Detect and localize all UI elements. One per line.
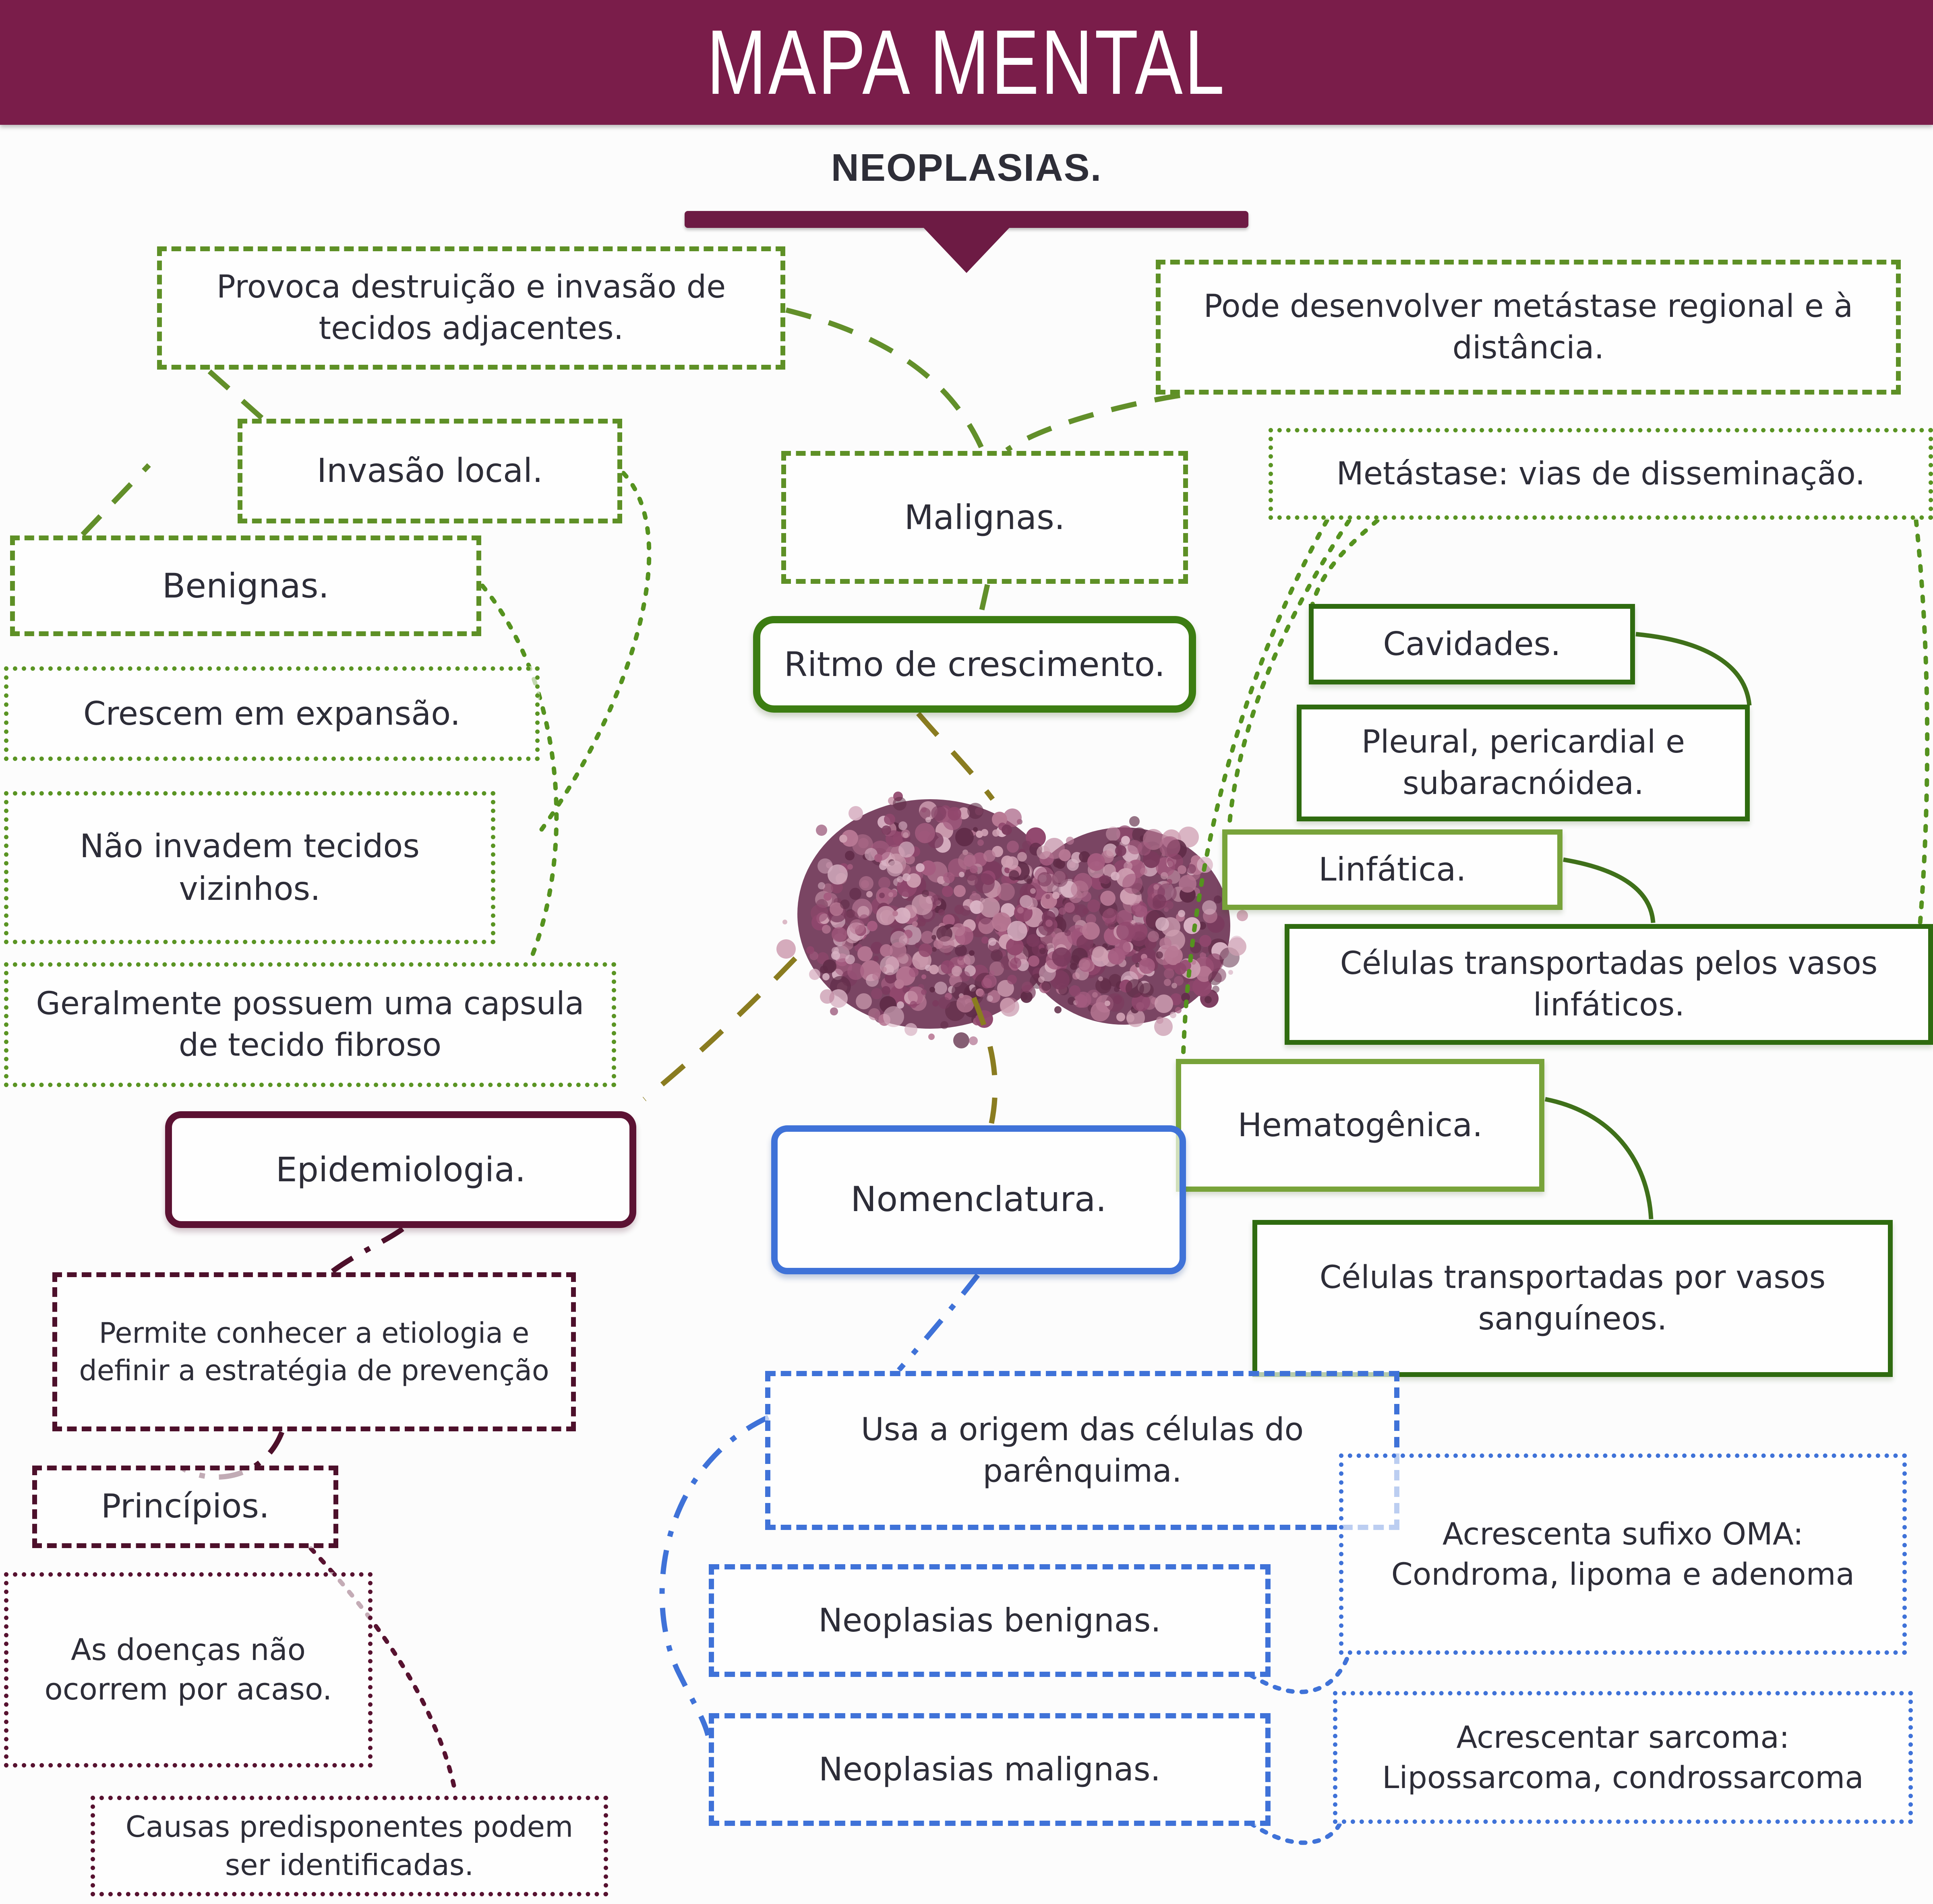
subtitle-label: NEOPLASIAS. <box>831 146 1102 189</box>
node-linfatica-label: Linfática. <box>1318 851 1466 889</box>
node-metastase: Metástase: vias de disseminação. <box>1269 428 1933 520</box>
node-pleural: Pleural, pericardial e subaracnóidea. <box>1297 705 1750 821</box>
node-invasao: Invasão local. <box>238 419 622 523</box>
node-celulas-sanguineos: Células transportadas por vasos sanguíne… <box>1252 1220 1893 1377</box>
connector-invasao-provoca <box>205 368 264 420</box>
node-invasao-label: Invasão local. <box>317 451 543 490</box>
node-neoplasias-benignas: Neoplasias benignas. <box>709 1564 1271 1677</box>
connector-metastase-linfatica <box>1227 518 1351 831</box>
node-nomenclatura: Nomenclatura. <box>771 1125 1186 1274</box>
node-benignas-label: Benignas. <box>162 566 329 606</box>
node-pleural-label: Pleural, pericardial e subaracnóidea. <box>1361 724 1685 802</box>
node-crescem: Crescem em expansão. <box>4 666 540 761</box>
connector-linfatica-celulas <box>1563 857 1656 923</box>
node-causas-label: Causas predisponentes podem ser identifi… <box>125 1809 573 1882</box>
node-crescem-label: Crescem em expansão. <box>83 695 461 732</box>
node-neoplasias-malignas: Neoplasias malignas. <box>709 1713 1271 1826</box>
connector-provoca-malignas <box>785 307 985 451</box>
connector-malignas-ritmo <box>978 584 990 616</box>
node-malignas-label: Malignas. <box>904 497 1065 537</box>
node-cavidades-label: Cavidades. <box>1383 625 1561 663</box>
connector-cavidades-pleural <box>1635 632 1752 706</box>
tumor-cells-image <box>776 792 1248 1048</box>
node-metastase-label: Metástase: vias de disseminação. <box>1336 455 1865 492</box>
node-provoca-label: Provoca destruição e invasão de tecidos … <box>216 269 726 347</box>
page-title: MAPA MENTAL <box>706 11 1227 114</box>
node-sarcoma-label: Acrescentar sarcoma: Lipossarcoma, condr… <box>1382 1719 1864 1795</box>
node-sufixo-oma: Acrescenta sufixo OMA: Condroma, lipoma … <box>1339 1453 1907 1655</box>
header-band: MAPA MENTAL <box>0 0 1933 125</box>
title-arrow-icon <box>921 225 1012 273</box>
node-hematogenica-label: Hematogênica. <box>1238 1106 1483 1144</box>
node-usa: Usa a origem das células do parênquima. <box>765 1371 1399 1530</box>
node-nomenclatura-label: Nomenclatura. <box>851 1179 1107 1220</box>
node-benignas: Benignas. <box>10 535 481 636</box>
node-principios: Princípios. <box>32 1466 338 1548</box>
node-permite-label: Permite conhecer a etiologia e definir a… <box>79 1317 549 1387</box>
connector-celulas-epidemiologia <box>642 956 797 1102</box>
connector-invasao-descendente <box>539 471 652 832</box>
node-ritmo-label: Ritmo de crescimento. <box>784 644 1165 684</box>
node-celulas-linfaticos-label: Células transportadas pelos vasos linfát… <box>1340 945 1878 1023</box>
node-malignas: Malignas. <box>781 451 1188 584</box>
connector-principios-causas <box>308 1546 458 1797</box>
node-nao-invadem: Não invadem tecidos vizinhos. <box>4 791 495 944</box>
node-ritmo: Ritmo de crescimento. <box>753 616 1196 713</box>
node-linfatica: Linfática. <box>1222 829 1563 910</box>
node-sarcoma: Acrescentar sarcoma: Lipossarcoma, condr… <box>1333 1691 1913 1824</box>
connector-metastase-hematogenica <box>1181 518 1329 1061</box>
node-cavidades: Cavidades. <box>1309 604 1635 684</box>
node-hematogenica: Hematogênica. <box>1176 1059 1544 1192</box>
node-nao-invadem-label: Não invadem tecidos vizinhos. <box>79 827 420 908</box>
connector-metastase-borda-direita <box>1914 518 1930 926</box>
connector-ritmo-celulas <box>916 711 995 801</box>
node-principios-label: Princípios. <box>101 1487 270 1526</box>
node-neoplasias-benignas-label: Neoplasias benignas. <box>818 1602 1161 1639</box>
connector-benignas-geralmente <box>480 583 559 965</box>
connector-hematogenica-celulas <box>1544 1097 1654 1220</box>
connector-malignas-sarcoma <box>1248 1821 1342 1845</box>
connector-benignas-invasao <box>81 463 151 537</box>
node-usa-label: Usa a origem das células do parênquima. <box>861 1411 1304 1489</box>
node-neoplasias-malignas-label: Neoplasias malignas. <box>818 1751 1161 1788</box>
node-causas: Causas predisponentes podem ser identifi… <box>91 1796 608 1896</box>
node-celulas-linfaticos: Células transportadas pelos vasos linfát… <box>1285 924 1933 1045</box>
node-epidemiologia-label: Epidemiologia. <box>275 1149 526 1189</box>
title-underline-bar <box>685 211 1248 228</box>
node-provoca: Provoca destruição e invasão de tecidos … <box>157 246 785 370</box>
connector-celulas-nomenclatura <box>971 996 998 1124</box>
node-epidemiologia: Epidemiologia. <box>165 1111 636 1228</box>
connector-pode-malignas <box>1005 393 1181 453</box>
connector-epidemiologia-permite <box>331 1226 404 1274</box>
connector-usa-neoplasias <box>659 1415 770 1736</box>
node-sufixo-oma-label: Acrescenta sufixo OMA: Condroma, lipoma … <box>1391 1515 1855 1592</box>
node-doencas: As doenças não ocorrem por acaso. <box>4 1572 373 1768</box>
connector-metastase-cavidades <box>1310 518 1380 608</box>
connector-nomenclatura-usa <box>897 1273 980 1372</box>
node-celulas-sanguineos-label: Células transportadas por vasos sanguíne… <box>1319 1259 1826 1337</box>
node-geralmente-label: Geralmente possuem uma capsula de tecido… <box>36 986 584 1063</box>
node-geralmente: Geralmente possuem uma capsula de tecido… <box>4 962 616 1087</box>
node-pode-label: Pode desenvolver metástase regional e à … <box>1203 288 1853 366</box>
node-permite: Permite conhecer a etiologia e definir a… <box>52 1272 576 1431</box>
node-pode: Pode desenvolver metástase regional e à … <box>1156 260 1901 395</box>
node-doencas-label: As doenças não ocorrem por acaso. <box>44 1632 332 1707</box>
